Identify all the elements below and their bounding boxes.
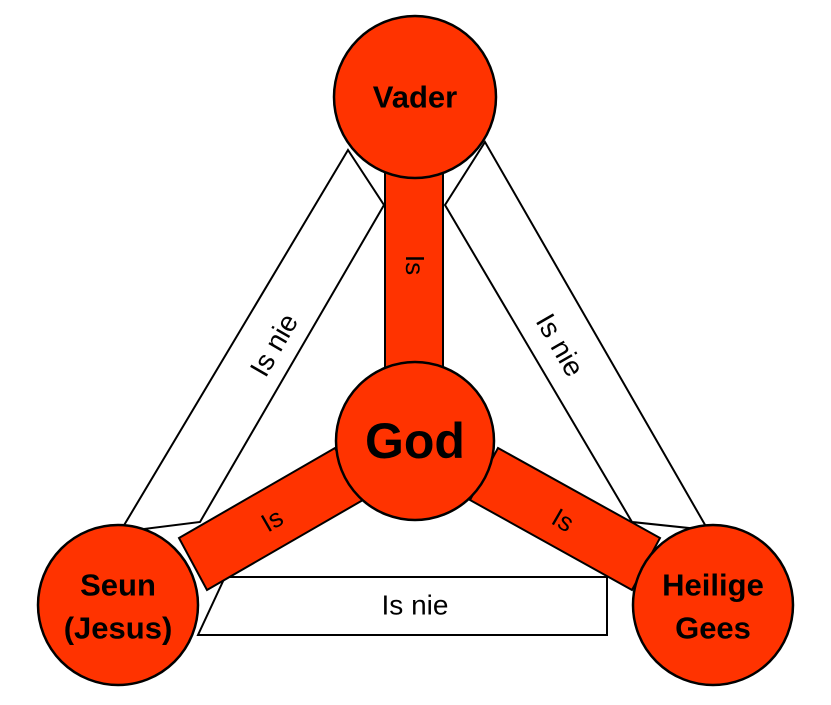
- is-nie-band-left: [118, 148, 386, 534]
- node-label-god: God: [365, 413, 465, 469]
- edge-label-is-top: Is: [400, 255, 430, 275]
- node-label-heilige-gees-line2: Gees: [675, 611, 751, 646]
- node-seun: [36, 523, 200, 687]
- node-label-seun-line1: Seun: [80, 568, 156, 603]
- is-nie-band-bottom: [196, 576, 608, 636]
- node-god: [334, 360, 496, 522]
- edge-label-is-nie-right: Is nie: [530, 308, 590, 381]
- node-label-heilige-gees-line1: Heilige: [662, 568, 764, 603]
- node-label-seun-line2: (Jesus): [64, 611, 173, 646]
- edge-label-is-nie-bottom: Is nie: [382, 590, 449, 621]
- edge-label-is-nie-left: Is nie: [244, 308, 304, 381]
- node-vader: [332, 14, 498, 180]
- node-label-vader: Vader: [373, 80, 457, 115]
- node-heilige-gees: [631, 523, 795, 687]
